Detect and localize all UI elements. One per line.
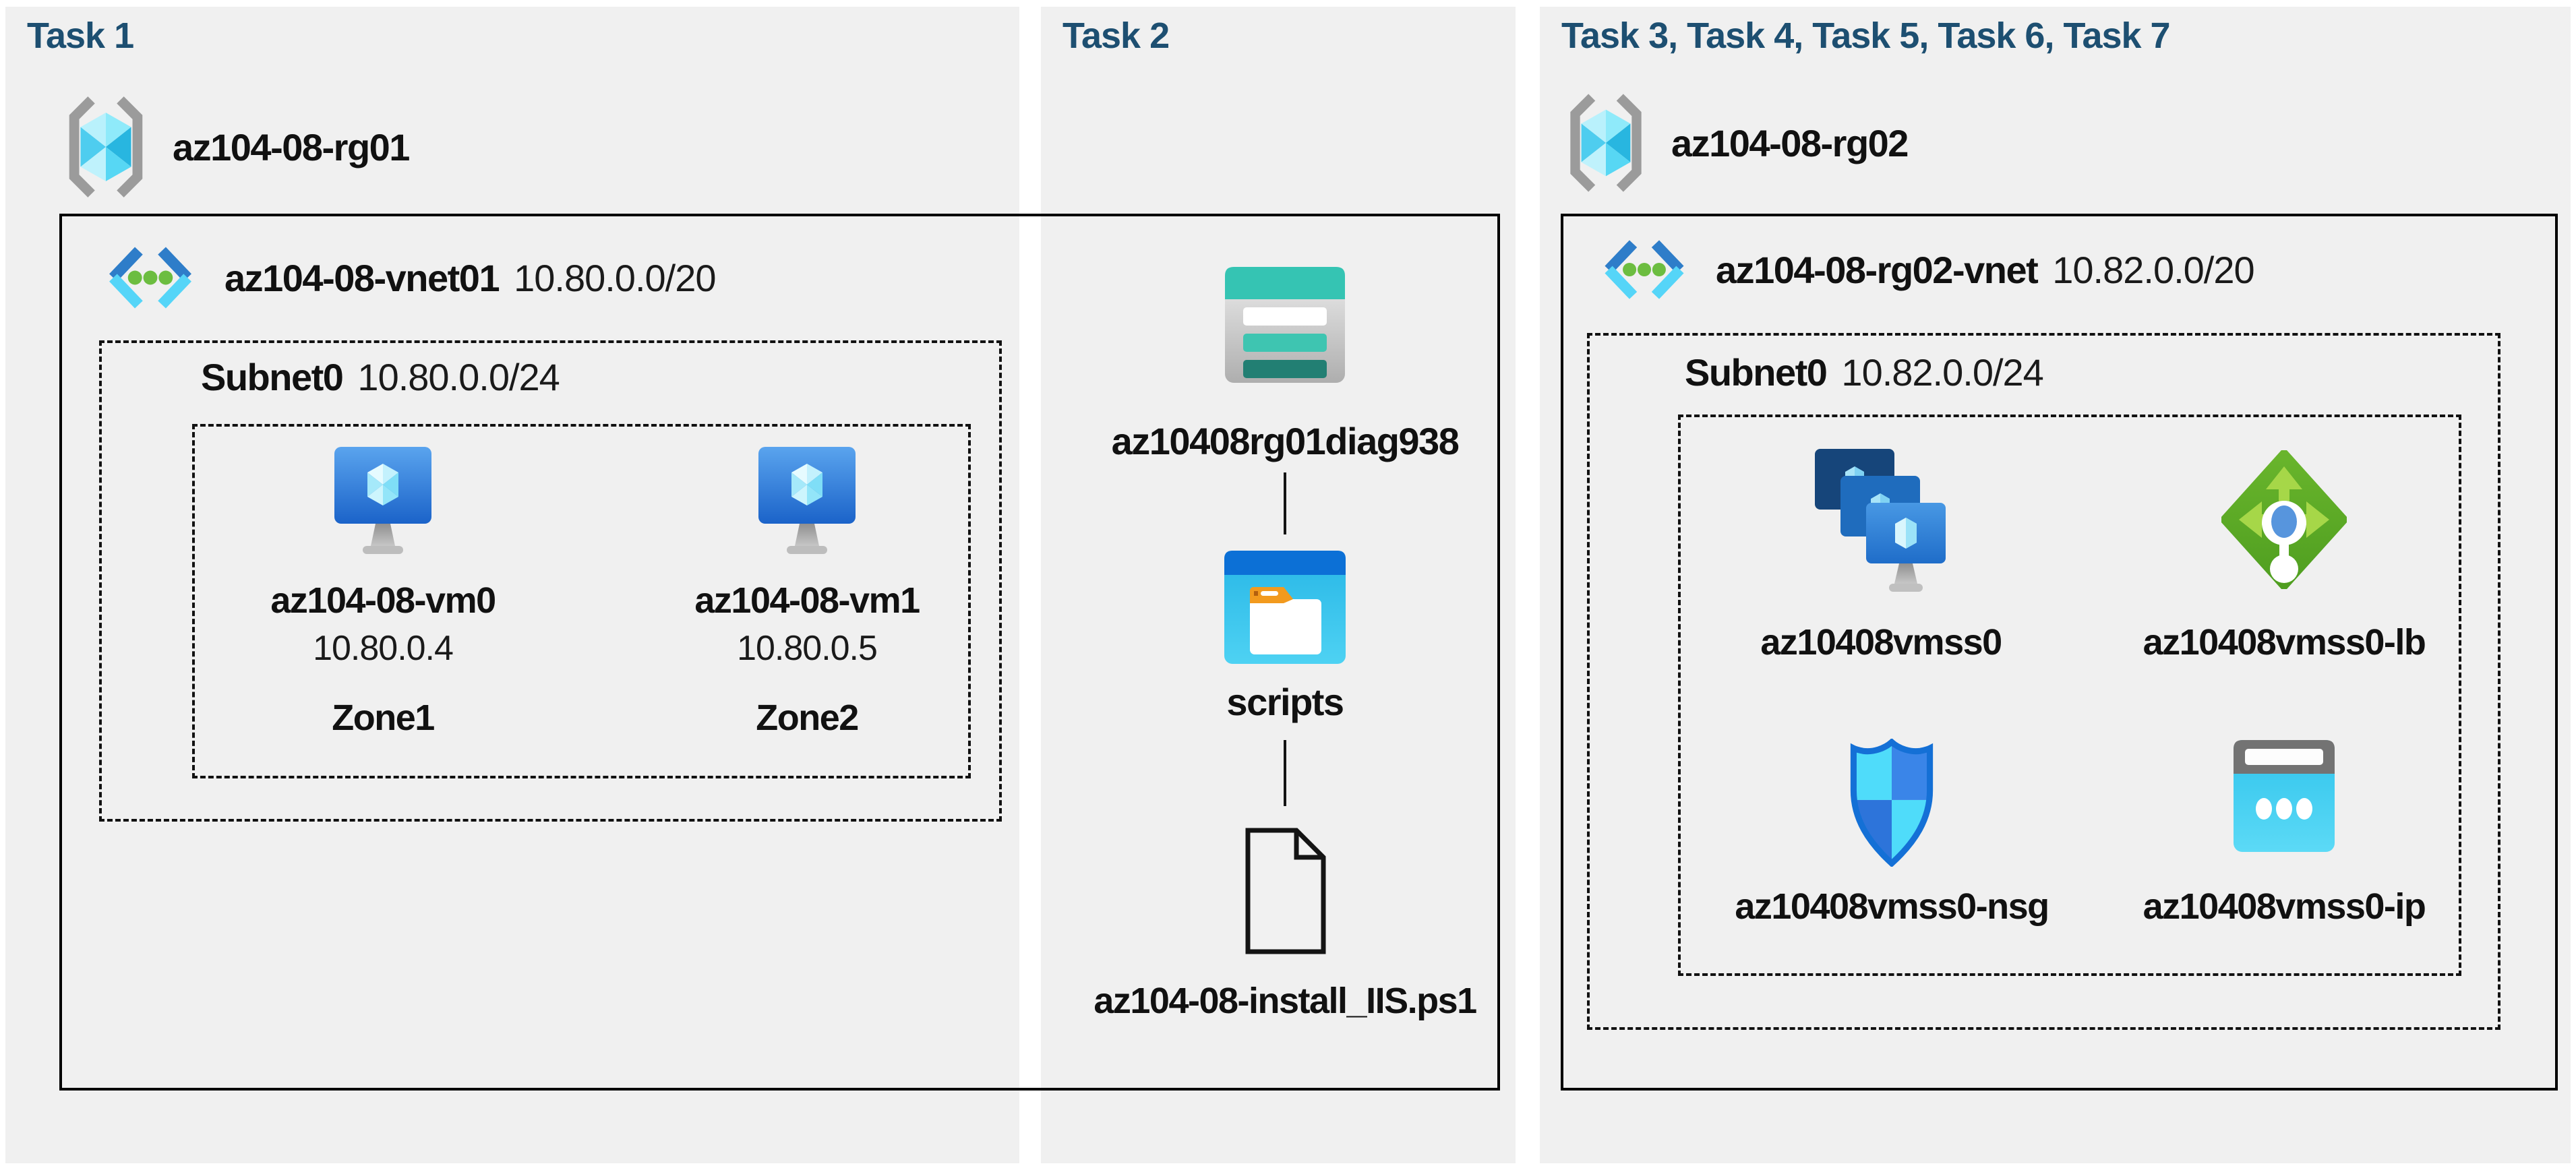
vm-az104-08-vm1: az104-08-vm1 10.80.0.5 Zone2 — [652, 445, 962, 739]
subnet-cidr: 10.82.0.0/24 — [1841, 351, 2043, 394]
vnet-boundary-box-2 — [1561, 214, 2558, 1091]
vnet-cidr: 10.80.0.0/20 — [514, 256, 716, 299]
public-ip-name: az10408vmss0-ip — [2143, 886, 2426, 927]
vmss-resources-box — [1678, 415, 2461, 976]
resource-group-rg01: az104-08-rg01 — [61, 94, 410, 200]
nsg-name: az10408vmss0-nsg — [1735, 886, 2049, 927]
vnet-name: az104-08-vnet01 — [224, 256, 500, 299]
load-balancer-az10408vmss0-lb: az10408vmss0-lb — [2129, 450, 2439, 663]
load-balancer-name: az10408vmss0-lb — [2143, 622, 2426, 663]
availability-zones-box — [192, 424, 971, 778]
subnet-cidr: 10.80.0.0/24 — [357, 356, 560, 398]
vm-scale-set-icon — [1815, 449, 1946, 592]
vmss-az10408vmss0: az10408vmss0 — [1726, 448, 2036, 663]
virtual-machine-icon — [758, 447, 856, 554]
virtual-network-icon — [1605, 240, 1684, 299]
vnet-name: az104-08-rg02-vnet — [1716, 248, 2039, 291]
vnet-boundary-box-1 — [59, 214, 1500, 1091]
task2-title: Task 2 — [1062, 16, 1170, 56]
vnet-cidr: 10.82.0.0/20 — [2052, 248, 2254, 291]
resource-group-rg02: az104-08-rg02 — [1562, 89, 1909, 197]
connector-line — [1284, 740, 1286, 806]
nsg-az10408vmss0-nsg: az10408vmss0-nsg — [1735, 739, 2049, 927]
task2-resources-column: az10408rg01diag938 scripts az104-08-inst… — [1062, 267, 1507, 1022]
resource-group-icon — [1570, 94, 1642, 192]
subnet-name: Subnet0 — [201, 356, 344, 398]
vm-ip: 10.80.0.5 — [737, 629, 878, 668]
panel-task1 — [5, 7, 1019, 1163]
vm-az104-08-vm0: az104-08-vm0 10.80.0.4 Zone1 — [228, 445, 538, 739]
task1-title: Task 1 — [27, 16, 134, 56]
virtual-machine-icon — [334, 447, 431, 554]
load-balancer-icon — [2221, 450, 2347, 589]
vmss-name: az10408vmss0 — [1760, 622, 2002, 663]
subnet0-box-1 — [99, 340, 1002, 822]
script-file-icon — [1245, 828, 1326, 954]
public-ip-az10408vmss0-ip: az10408vmss0-ip — [2129, 740, 2439, 927]
vm-zone: Zone1 — [332, 698, 435, 738]
vm-name: az104-08-vm0 — [270, 580, 496, 621]
vnet-az104-08-rg02-vnet: az104-08-rg02-vnet 10.82.0.0/20 — [1595, 236, 2255, 303]
subnet0-box-2 — [1587, 333, 2500, 1030]
storage-account-name: az10408rg01diag938 — [1111, 420, 1460, 462]
vm-name: az104-08-vm1 — [694, 580, 920, 621]
resource-group-icon — [69, 96, 143, 197]
vnet-az104-08-vnet01: az104-08-vnet01 10.80.0.0/20 — [99, 241, 717, 314]
scripts-folder-name: scripts — [1226, 681, 1344, 723]
scripts-folder-icon — [1224, 551, 1346, 664]
public-ip-icon — [2234, 740, 2335, 852]
subnet-name: Subnet0 — [1685, 351, 1828, 394]
virtual-network-icon — [109, 247, 191, 309]
resource-group-name: az104-08-rg02 — [1671, 121, 1909, 164]
panel-task3-7 — [1540, 7, 2571, 1163]
vm-zone: Zone2 — [756, 698, 859, 738]
script-file-name: az104-08-install_IIS.ps1 — [1094, 981, 1477, 1021]
connector-line — [1284, 472, 1286, 534]
network-security-group-icon — [1850, 739, 1934, 867]
storage-account-icon — [1225, 267, 1345, 383]
vm-ip: 10.80.0.4 — [313, 629, 454, 668]
task3-7-title: Task 3, Task 4, Task 5, Task 6, Task 7 — [1561, 16, 2171, 56]
resource-group-name: az104-08-rg01 — [173, 125, 410, 168]
